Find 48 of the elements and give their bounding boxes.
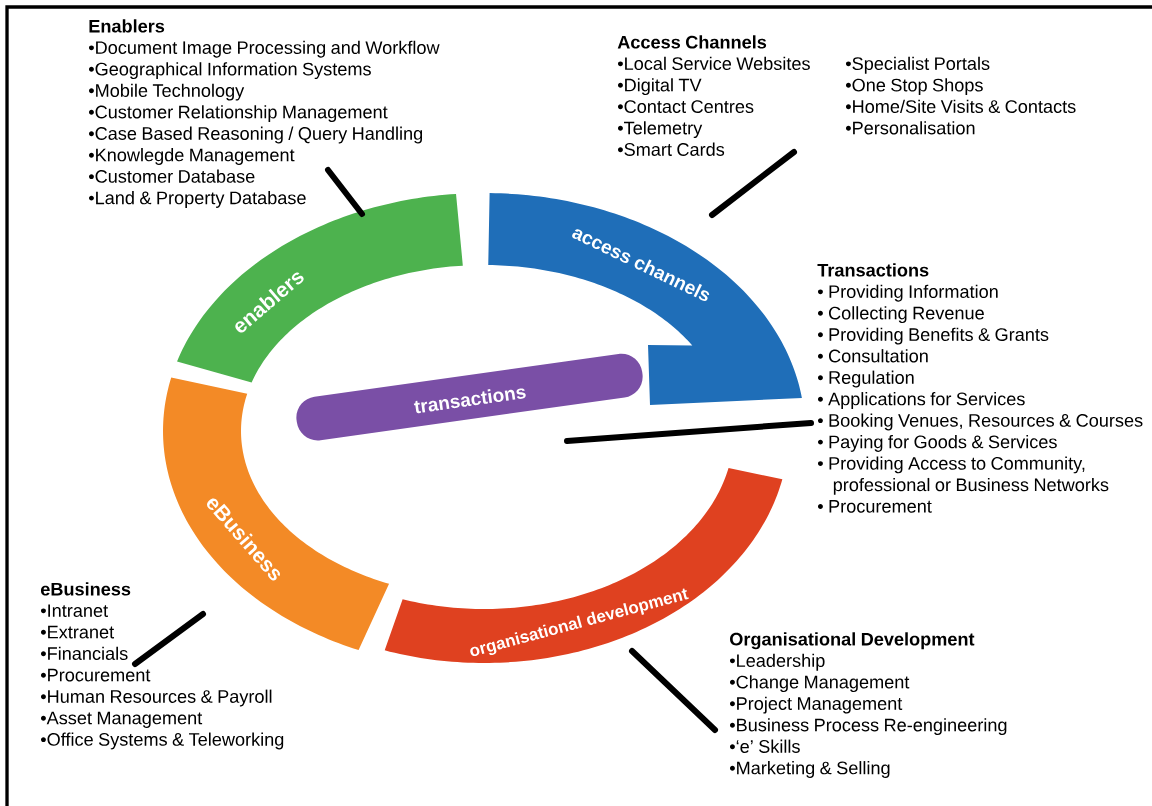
list-item: • Providing Benefits & Grants: [818, 327, 1049, 345]
list-item: •Specialist Portals: [846, 56, 990, 74]
list-item: •Personalisation: [846, 121, 975, 135]
leader-line: [564, 420, 814, 444]
list-heading: Enablers: [89, 19, 165, 33]
list-item: •Office Systems & Teleworking: [41, 732, 284, 750]
list-item: •Mobile Technology: [89, 83, 245, 101]
list-item: •Digital TV: [618, 78, 702, 96]
list-item: •Project Management: [730, 696, 903, 714]
list-item: •Case Based Reasoning / Query Handling: [89, 126, 423, 144]
list-item: •Telemetry: [618, 121, 703, 139]
list-item: • Collecting Revenue: [818, 306, 984, 324]
list-item: •Smart Cards: [618, 142, 725, 156]
list-item: • Providing Access to Community, professional or Business Networks: [818, 456, 1109, 495]
list-item: •Contact Centres: [618, 100, 754, 113]
list-item: •‘e’ Skills: [730, 739, 800, 753]
list-item: • Paying for Goods & Services: [818, 435, 1057, 452]
list-item: •Extranet: [41, 625, 115, 639]
rounded-bar: transactions: [296, 353, 643, 441]
list-item: •Local Service Websites: [618, 56, 810, 71]
list-item: •Home/Site Visits & Contacts: [846, 99, 1076, 113]
list-item: • Booking Venues, Resources & Courses: [818, 413, 1143, 431]
leader-line: [325, 167, 365, 217]
leader-line: [709, 149, 797, 218]
list-heading: Access Channels: [617, 35, 767, 49]
list-item: • Applications for Services: [818, 392, 1025, 409]
list-item: • Procurement: [818, 500, 932, 513]
list-item: •Financials: [41, 646, 128, 660]
list-item: •Asset Management: [41, 711, 203, 728]
list-item: •Customer Relationship Management: [89, 105, 388, 123]
list-item: •Customer Database: [89, 169, 255, 183]
list-item: •Human Resources & Payroll: [41, 689, 272, 707]
list-heading: eBusiness: [41, 582, 131, 596]
leader-line: [629, 648, 718, 733]
list-item: •Intranet: [41, 604, 108, 618]
list-item: •Procurement: [41, 668, 151, 682]
list-item: •Document Image Processing and Workflow: [89, 40, 440, 58]
list-item: •One Stop Shops: [846, 78, 983, 96]
list-item: • Providing Information: [818, 284, 998, 302]
list-item: •Geographical Information Systems: [89, 62, 371, 80]
leader-line: [132, 611, 206, 667]
list-item: •Business Process Re-engineering: [730, 718, 1007, 736]
list-item: • Consultation: [818, 349, 928, 363]
list-item: • Regulation: [818, 370, 914, 388]
list-item: •Change Management: [730, 675, 910, 693]
list-item: •Marketing & Selling: [730, 761, 890, 778]
list-heading: Transactions: [817, 263, 929, 277]
list-item: •Knowlegde Management: [89, 148, 295, 165]
